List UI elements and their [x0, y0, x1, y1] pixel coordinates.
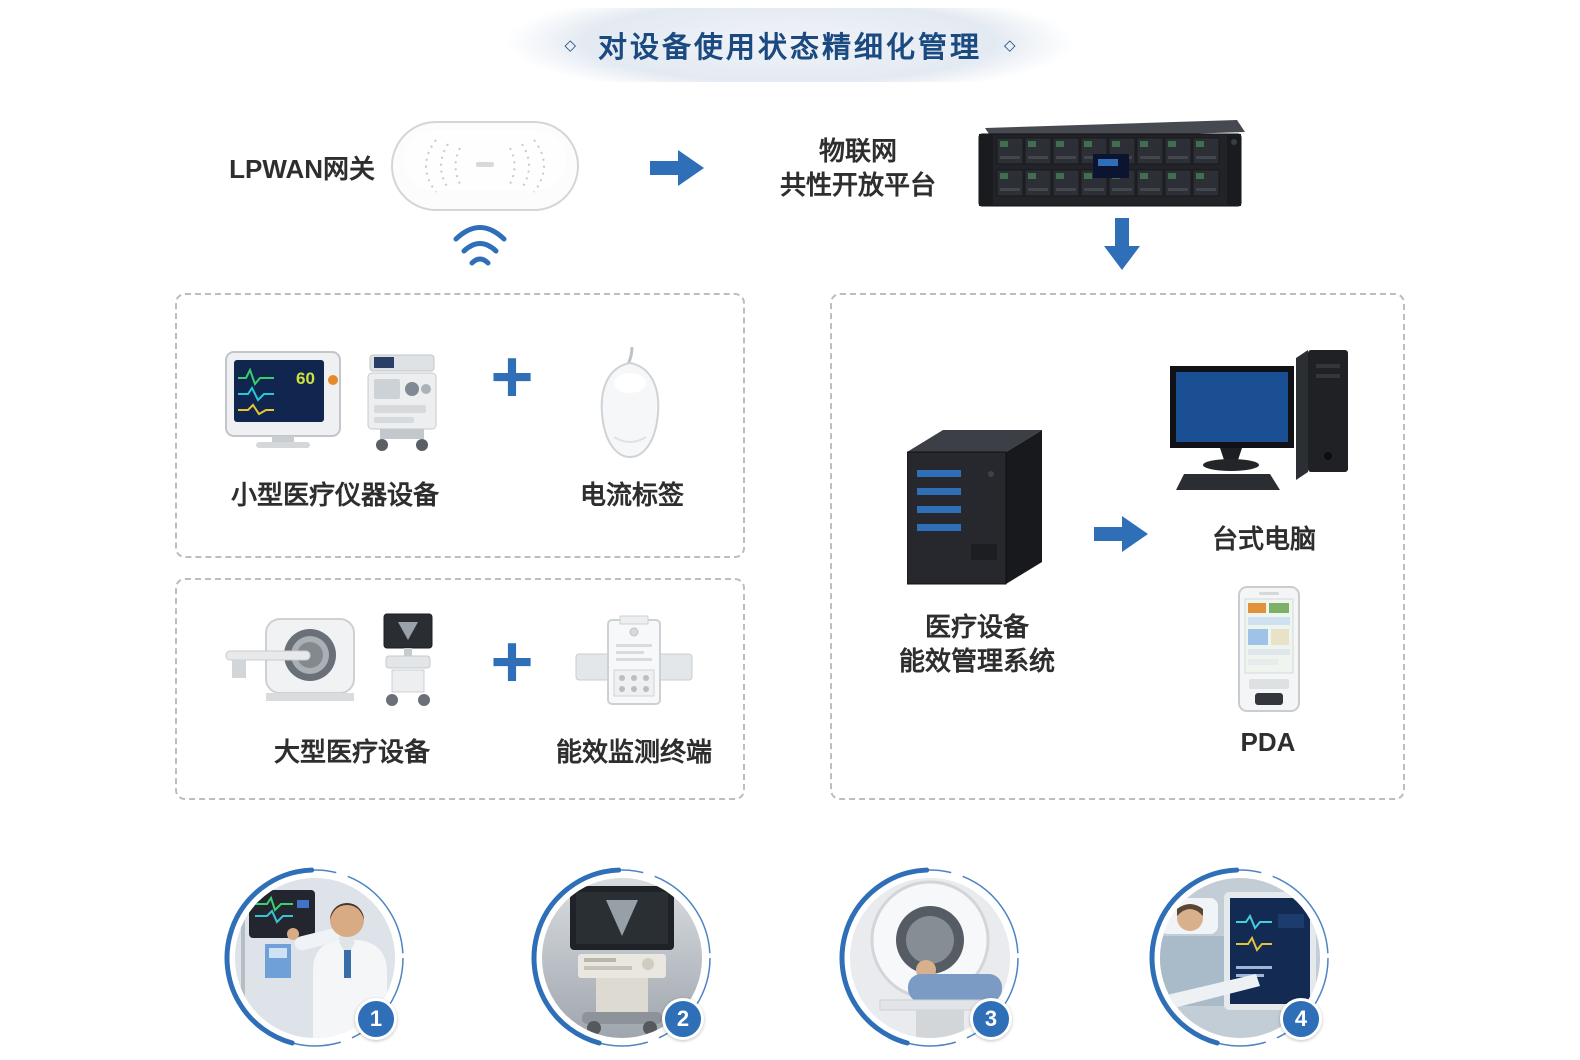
- arrow-right-icon-platform: [1094, 514, 1148, 554]
- gallery-badge-1: 1: [355, 998, 397, 1040]
- gallery-number-2: 2: [676, 1006, 690, 1031]
- rack-server-image: [975, 118, 1245, 212]
- current-tag-label: 电流标签: [579, 480, 684, 510]
- circle-ring-icon: [224, 867, 406, 1049]
- pda-image: [1235, 585, 1303, 713]
- lpwan-gateway-image: [390, 118, 580, 216]
- gallery-photo-doctor-monitor: [235, 878, 395, 1038]
- desktop-computer-image: [1170, 344, 1355, 494]
- platform-label-line2: 共性开放平台: [779, 170, 936, 200]
- ct-scanner-image: [224, 617, 359, 707]
- title-ribbon: [410, 8, 1170, 82]
- platform-label: 物联网 共性开放平台: [763, 134, 953, 202]
- diamond-icon-left: ◇: [564, 37, 576, 54]
- gallery-item-2: 2: [530, 866, 714, 1050]
- small-devices-group-box: 60 +: [175, 293, 745, 558]
- monitor-reading: 60: [296, 369, 315, 388]
- diamond-icon-right: ◇: [1004, 37, 1016, 54]
- management-system-group-box: 台式电脑 医疗设备 能效管理系统 PDA: [830, 293, 1405, 800]
- gallery-badge-4: 4: [1280, 998, 1322, 1040]
- gallery-number-3: 3: [984, 1006, 998, 1031]
- energy-monitor-terminal-image: [574, 614, 694, 709]
- arrow-down-icon: [1100, 218, 1144, 270]
- gallery-item-4: 4: [1148, 866, 1332, 1050]
- current-tag-image: [590, 345, 670, 463]
- energy-system-label-line2: 能效管理系统: [898, 646, 1055, 676]
- gallery-number-4: 4: [1294, 1006, 1308, 1031]
- large-devices-label: 大型医疗设备: [273, 737, 430, 767]
- gateway-label: LPWAN网关: [229, 154, 375, 184]
- pda-label: PDA: [1240, 727, 1296, 757]
- page-title: 对设备使用状态精细化管理: [597, 32, 982, 64]
- circle-ring-icon: [1149, 867, 1331, 1049]
- small-devices-label: 小型医疗仪器设备: [230, 480, 439, 510]
- ultrasound-cart-image: [374, 612, 442, 707]
- plus-sign-small-group: +: [490, 335, 534, 418]
- wifi-signal-icon: [450, 222, 510, 267]
- circle-ring-icon: [531, 867, 713, 1049]
- gallery-item-1: 1: [223, 866, 407, 1050]
- energy-system-label-line1: 医疗设备: [924, 612, 1029, 642]
- tower-server-image: [907, 422, 1042, 587]
- arrow-right-icon-top: [650, 148, 704, 188]
- title-banner: ◇ 对设备使用状态精细化管理 ◇: [410, 18, 1170, 72]
- plus-sign-large-group: +: [490, 620, 534, 703]
- large-devices-group-box: + 大型医疗设备 能效监测终端: [175, 578, 745, 800]
- circle-ring-icon: [839, 867, 1021, 1049]
- desktop-label: 台式电脑: [1211, 524, 1316, 554]
- anesthesia-machine-image: [360, 353, 445, 453]
- patient-monitor-image: 60: [222, 350, 352, 450]
- gallery-item-3: 3: [838, 866, 1022, 1050]
- gallery-number-1: 1: [369, 1006, 383, 1031]
- energy-system-label: 医疗设备 能效管理系统: [857, 610, 1097, 678]
- gallery-badge-2: 2: [662, 998, 704, 1040]
- gallery-badge-3: 3: [970, 998, 1012, 1040]
- platform-label-line1: 物联网: [818, 136, 897, 166]
- energy-terminal-label: 能效监测终端: [555, 737, 712, 767]
